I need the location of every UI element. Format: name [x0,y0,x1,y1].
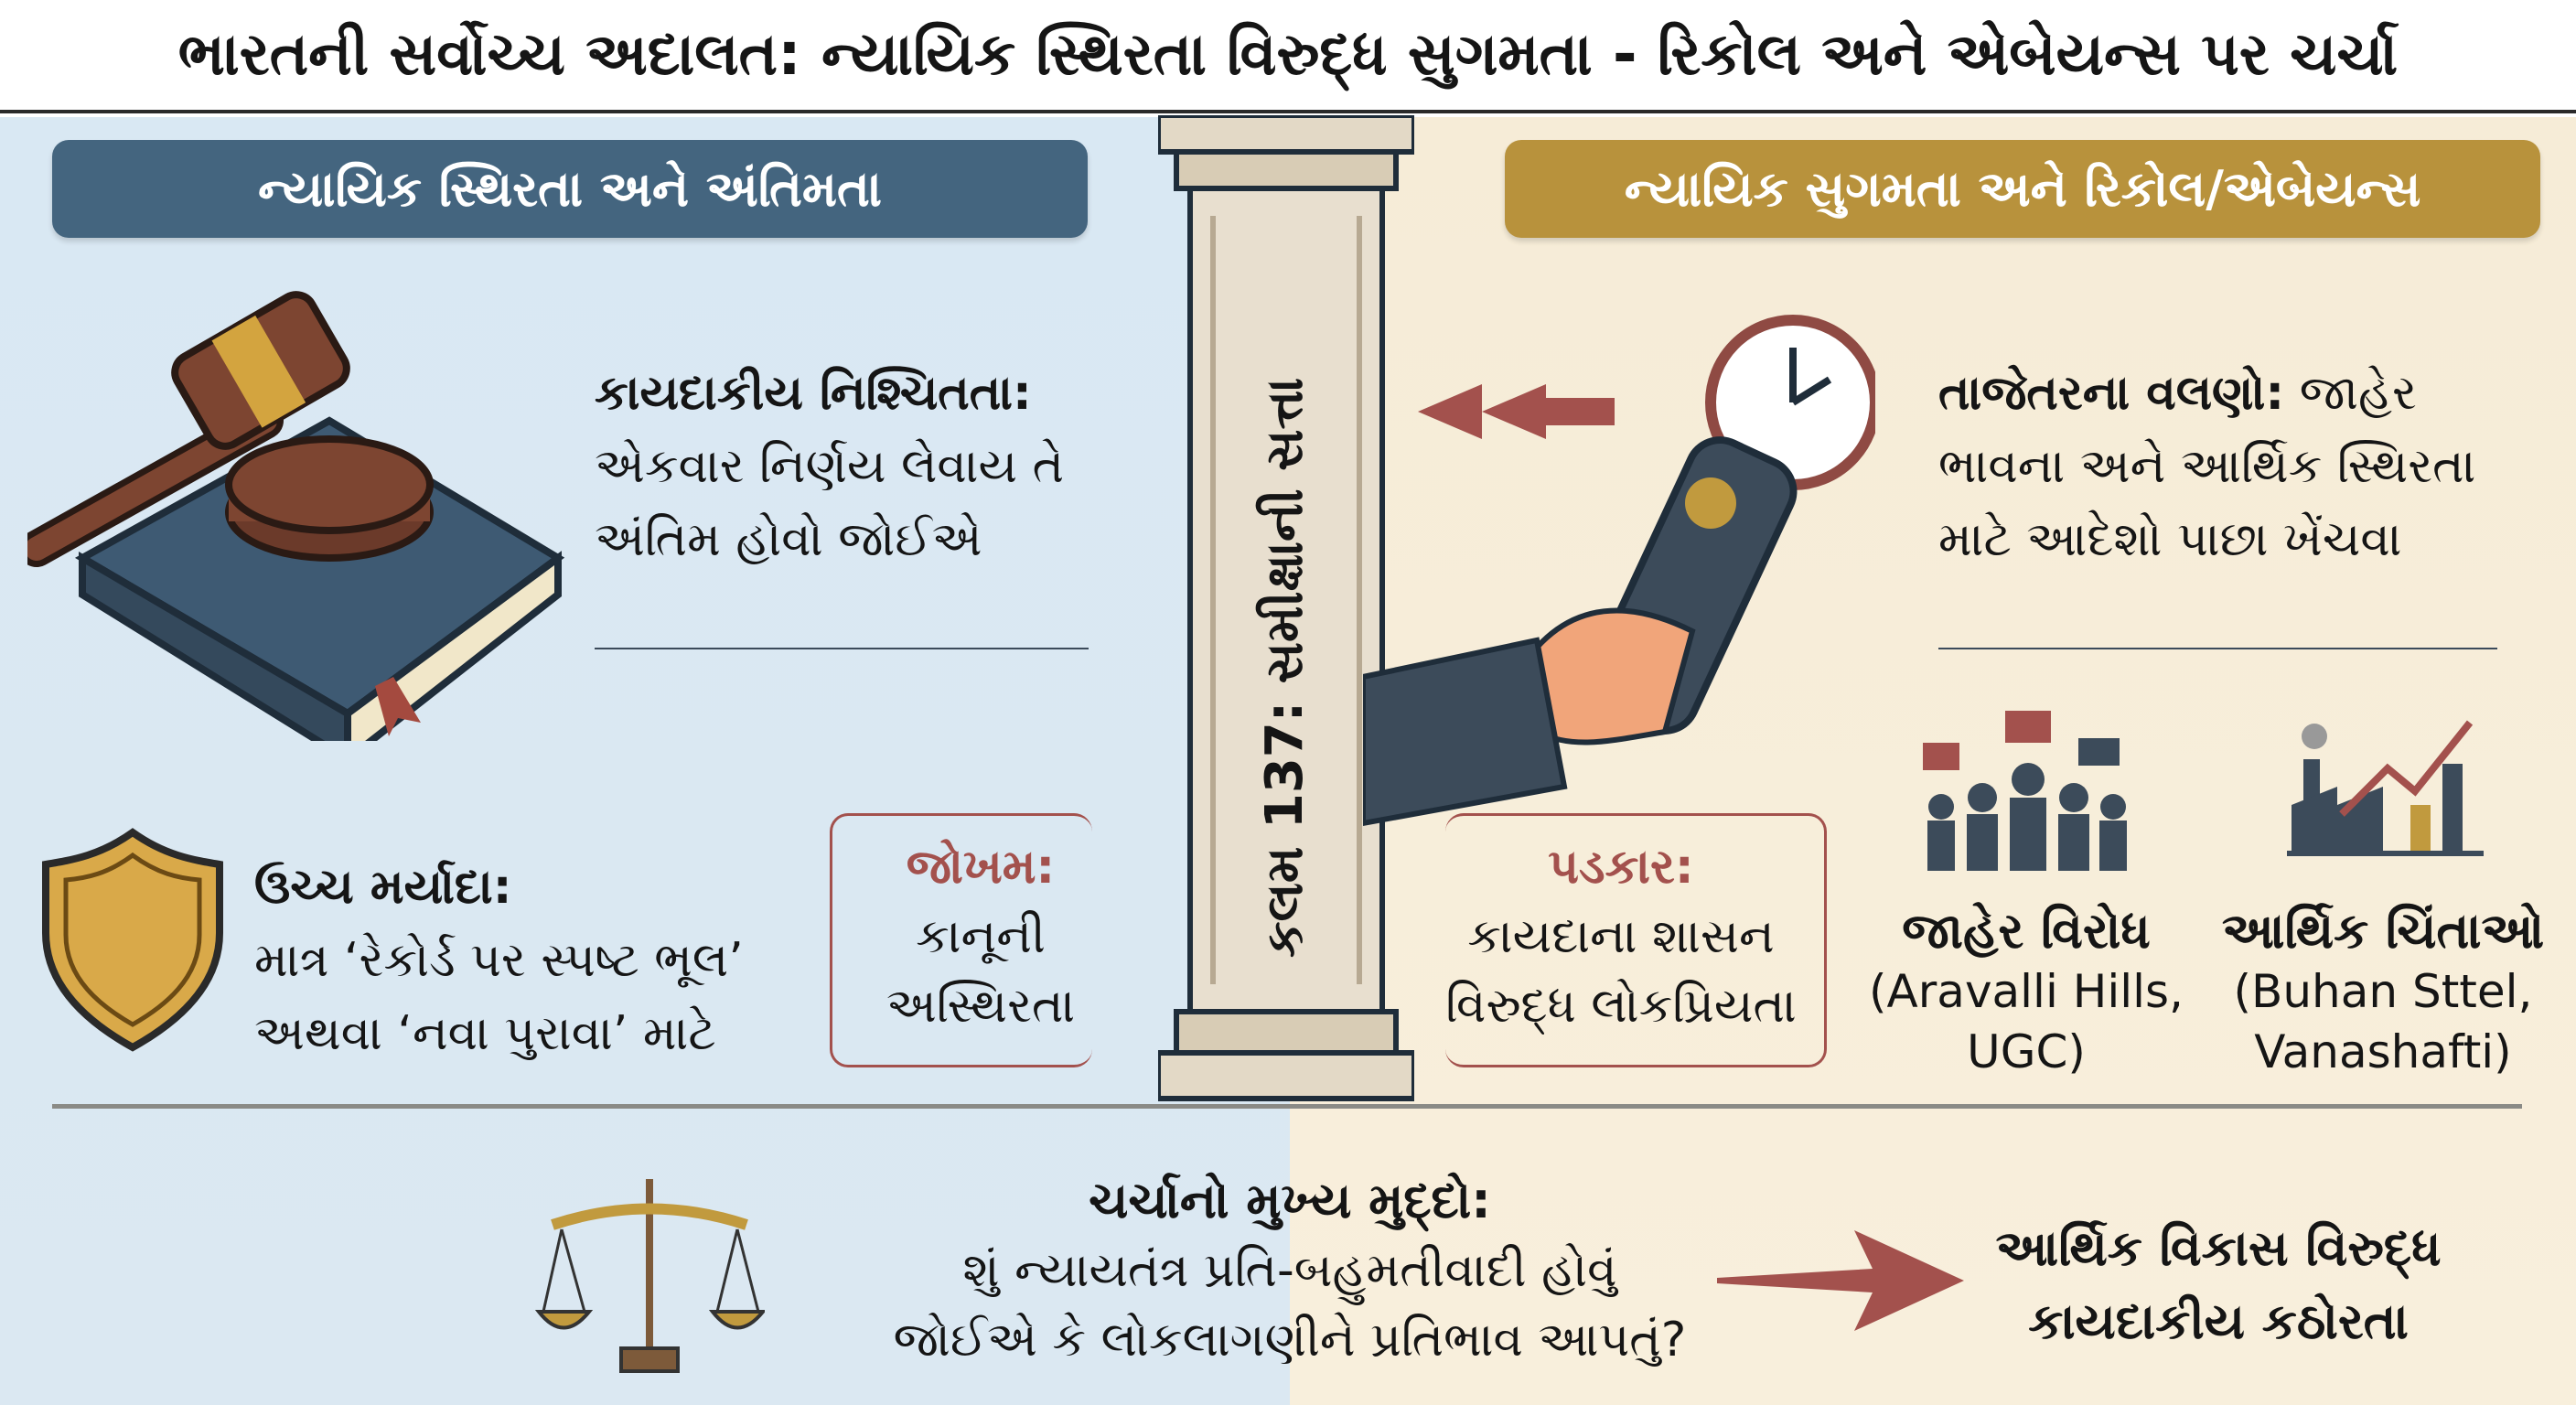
economic-title: આર્થિક ચિંતાઓ [2221,902,2545,960]
certainty-line2: અંતિમ હોવો જોઈએ [595,512,982,567]
trends-lead: તાજેતરના વલણો: [1938,366,2285,421]
pillar-label: કલમ 137: સમીક્ષાની સત્તા [1255,377,1315,959]
remote-clock-rewind-icon [1363,315,1875,827]
page-title: ભારતની સર્વોચ્ચ અદાલત: ન્યાયિક સ્થિરતા વ… [177,21,2399,89]
threshold-lead: ઉચ્ચ મર્યાદા: [254,860,512,915]
threshold-line1: માત્ર ‘રેકોર્ડ પર સ્પષ્ટ ભૂલ’ [254,933,744,988]
scales-icon [534,1179,765,1373]
key-question-line2: જોઈએ કે લોકલાગણીને પ્રતિભાવ આપતું? [893,1313,1687,1367]
right-header: ન્યાયિક સુગમતા અને રિકોલ/એબેયન્સ [1505,140,2540,238]
trends-block: તાજેતરના વલણો: જાહેર ભાવના અને આર્થિક સ્… [1938,357,2560,576]
bottom-divider [52,1104,2522,1109]
protest-line2: UGC) [1967,1025,2086,1078]
challenge-bracket: પડકાર: કાયદાના શાસન વિરુદ્ધ લોકપ્રિયતા [1445,813,1827,1067]
challenge-line1: કાયદાના શાસન [1467,909,1775,964]
result-line2: કાયદાકીય કઠોરતા [2028,1292,2409,1350]
threshold-line2: અથવા ‘નવા પુરાવા’ માટે [254,1006,716,1061]
certainty-lead: કાયદાકીય નિશ્ચિતતા: [595,366,1032,421]
risk-bracket: જોખમ: કાનૂની અસ્થિરતા [830,813,1092,1067]
key-question-line1: શું ન્યાયતંત્ર પ્રતિ-બહુમતીવાદી હોવું [962,1243,1617,1298]
key-question: ચર્ચાનો મુખ્ય મુદ્દો: શું ન્યાયતંત્ર પ્ર… [851,1166,1729,1375]
trends-line3: માટે આદેશો પાછા ખેંચવા [1938,512,2402,567]
economic-caption: આર્થિક ચિંતાઓ (Buhan Sttel, Vanashafti) [2191,901,2575,1082]
left-divider [595,648,1089,649]
protest-line1: (Aravalli Hills, [1869,965,2184,1018]
certainty-line1: એકવાર નિર્ણય લેવાય તે [595,439,1065,494]
trends-line2: ભાવના અને આર્થિક સ્થિરતા [1938,439,2476,494]
title-bar: ભારતની સર્વોચ્ચ અદાલત: ન્યાયિક સ્થિરતા વ… [0,0,2576,113]
economic-line1: (Buhan Sttel, [2233,965,2533,1018]
threshold-block: ઉચ્ચ મર્યાદા: માત્ર ‘રેકોર્ડ પર સ્પષ્ટ ભ… [254,851,821,1070]
protest-crowd-icon [1923,711,2127,871]
economic-line2: Vanashafti) [2254,1025,2512,1078]
trends-line1: જાહેર [2299,366,2417,421]
risk-line2: અસ્થિરતા [886,979,1076,1034]
result-line1: આર્થિક વિકાસ વિરુદ્ધ [1995,1219,2442,1277]
left-panel-background [0,117,1290,1405]
challenge-line2: વિરુદ્ધ લોકપ્રિયતા [1445,979,1797,1034]
right-divider [1938,648,2497,649]
challenge-heading: પડકાર: [1548,840,1694,895]
left-header: ન્યાયિક સ્થિરતા અને અંતિમતા [52,140,1088,238]
risk-heading: જોખમ: [906,840,1056,895]
certainty-block: કાયદાકીય નિશ્ચિતતા: એકવાર નિર્ણય લેવાય ત… [595,357,1143,576]
factory-growth-icon [2287,720,2484,856]
risk-line1: કાનૂની [916,909,1046,964]
result-text: આર્થિક વિકાસ વિરુદ્ધ કાયદાકીય કઠોરતા [1976,1212,2461,1358]
protest-title: જાહેર વિરોધ [1902,902,2151,960]
key-question-lead: ચર્ચાનો મુખ્ય મુદ્દો: [1089,1172,1491,1229]
gavel-book-icon [27,291,565,741]
protest-caption: જાહેર વિરોધ (Aravalli Hills, UGC) [1866,901,2186,1082]
arrow-right-icon [1717,1230,1964,1331]
shield-icon [42,828,223,1052]
pillar-icon [1158,115,1414,1101]
